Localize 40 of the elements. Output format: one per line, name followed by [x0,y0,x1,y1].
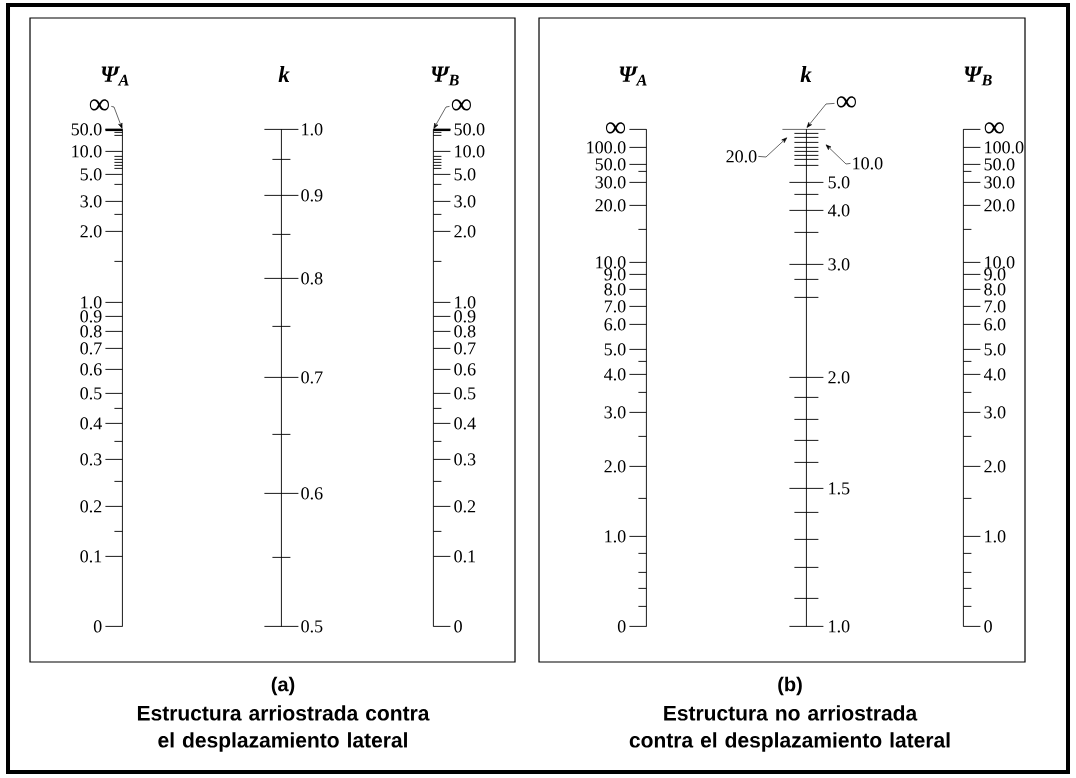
axis-title: k [800,66,812,82]
scale-axis [104,128,123,628]
tick-label: ∞ [605,122,626,134]
tick-label: 50.0 [454,123,485,136]
scale-axis [962,128,981,628]
tick-label: 0 [454,620,462,633]
tick-label: 1.0 [302,123,323,136]
panel-tag: (a) [271,676,295,696]
tick-label: 0 [617,620,626,633]
caption: Estructura no arriostrada contra el desplazamiento lateral [629,705,950,752]
scale-axis [263,128,299,628]
leader-line [825,144,851,165]
leader-label: ∞ [451,99,471,111]
scale-axis [432,128,451,628]
tick-label: 0 [984,620,992,633]
tick-label: 0 [93,620,102,633]
tick-label: 50.0 [71,123,102,136]
leader-line [758,137,788,158]
leader-line [433,106,450,129]
axis-title: k [278,66,290,82]
tick-label: ∞ [984,122,1004,134]
leader-line [806,103,835,128]
tick-label: 5.0 [828,176,850,189]
tick-label: 0.5 [301,620,323,633]
leader-label: ∞ [836,96,856,108]
leader-label: ∞ [89,99,109,111]
axis-title: Ψ$_{A}$ [619,66,647,86]
scale-axis [782,128,826,628]
panel-tag: (b) [778,676,802,696]
tick-label: 1.0 [829,620,850,633]
scale-axis [628,128,647,628]
axis-title: Ψ$_{B}$ [431,66,459,86]
leader-label: 10.0 [853,157,883,170]
axis-title: Ψ$_{B}$ [964,66,992,86]
panel-frame [538,17,1026,663]
panel-frame [29,17,516,663]
leader-line [111,106,123,129]
axis-title: Ψ$_{A}$ [101,66,129,86]
leader-label: 20.0 [726,150,757,163]
caption: Estructura arriostrada contra el desplazamiento lateral [137,705,430,752]
